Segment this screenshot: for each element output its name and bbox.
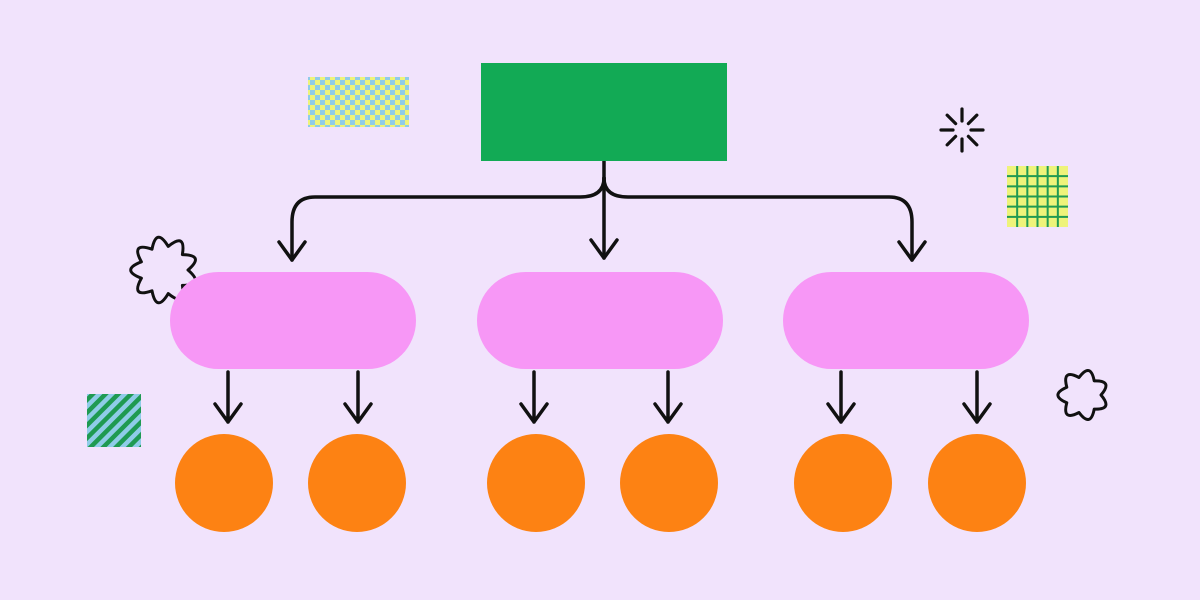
leaf-node-1-2 [308,434,406,532]
leaf-node-2-2 [620,434,718,532]
leaf-connectors [213,370,992,424]
root-connectors [277,159,927,262]
arrow-branch-1-leaf-1 [213,370,243,424]
branch-node-2 [477,272,723,369]
branch-node-1 [170,272,416,369]
arrow-branch-2-leaf-2 [653,370,683,424]
leaf-node-2-1 [487,434,585,532]
arrow-branch-2-leaf-1 [519,370,549,424]
connector-root-to-branch-3 [602,176,914,262]
arrow-branch-1-leaf-2 [343,370,373,424]
leaf-node-3-2 [928,434,1026,532]
checkered-tile [308,77,409,127]
branch-node-3 [783,272,1029,369]
arrow-branch-3-leaf-1 [826,370,856,424]
root-node [481,63,727,161]
leaf-node-1-1 [175,434,273,532]
arrowhead-branch-3 [897,240,927,262]
flower-doodle-small [1056,369,1108,421]
leaf-node-3-1 [794,434,892,532]
connector-root-to-branch-1 [290,176,606,262]
arrow-branch-3-leaf-2 [962,370,992,424]
arrowhead-branch-2 [589,238,619,260]
grid-tile [1007,166,1068,227]
striped-tile [87,394,141,447]
starburst-icon [939,107,985,153]
arrowhead-branch-1 [277,240,307,262]
